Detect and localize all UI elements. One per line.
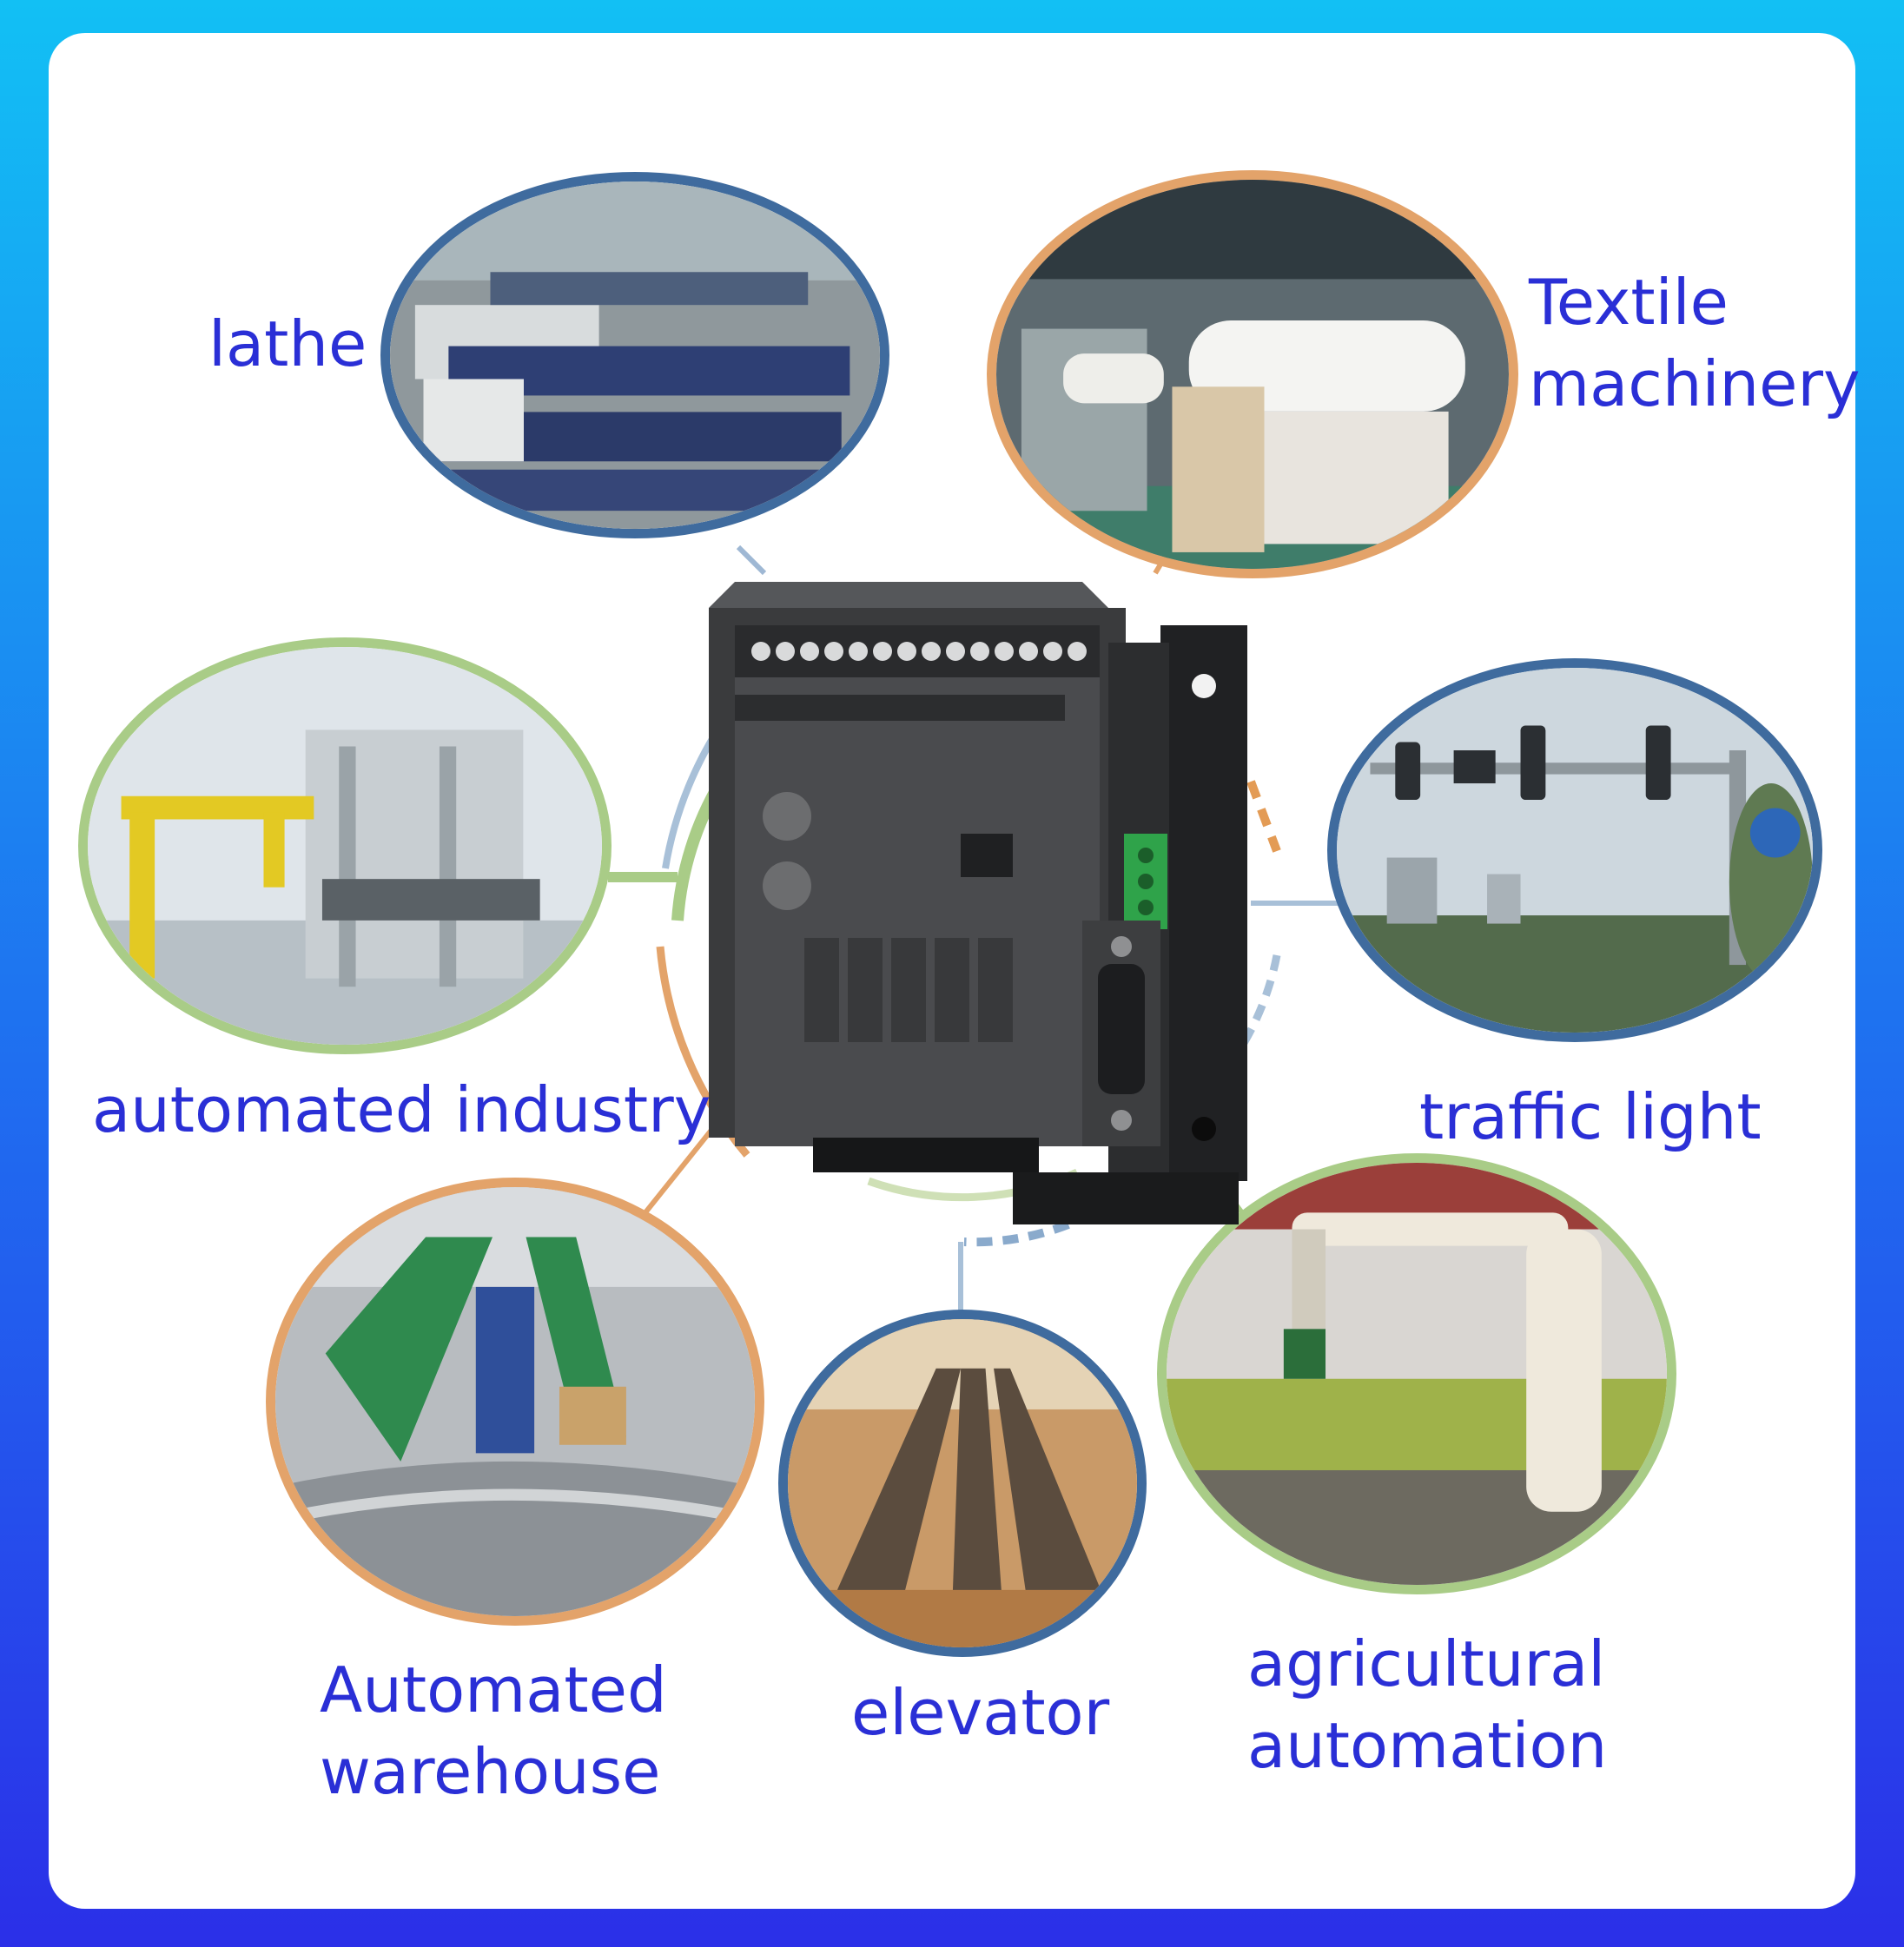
elevator-photo — [778, 1310, 1147, 1657]
elevator-label: elevator — [851, 1676, 1110, 1749]
textile-label: Textile machinery — [1529, 262, 1861, 425]
textile-label-line2: machinery — [1529, 346, 1861, 420]
industry-photo — [78, 637, 612, 1054]
plc-controller-image — [700, 573, 1256, 1235]
lathe-photo — [380, 172, 889, 538]
lathe-label: lathe — [208, 307, 367, 380]
warehouse-photo — [266, 1178, 764, 1626]
agriculture-label-line1: agricultural — [1247, 1627, 1606, 1700]
agriculture-label-line2: automation — [1247, 1708, 1608, 1782]
textile-label-line1: Textile — [1529, 266, 1729, 339]
warehouse-label-line2: warehouse — [320, 1734, 661, 1808]
agriculture-label: agricultural automation — [1247, 1624, 1607, 1786]
warehouse-label-line1: Automated — [320, 1653, 667, 1726]
warehouse-label: Automated warehouse — [320, 1650, 667, 1812]
traffic-light-label: traffic light — [1419, 1080, 1762, 1153]
textile-photo — [987, 170, 1518, 578]
traffic-light-photo — [1327, 658, 1822, 1042]
automated-industry-label: automated industry — [92, 1073, 711, 1146]
